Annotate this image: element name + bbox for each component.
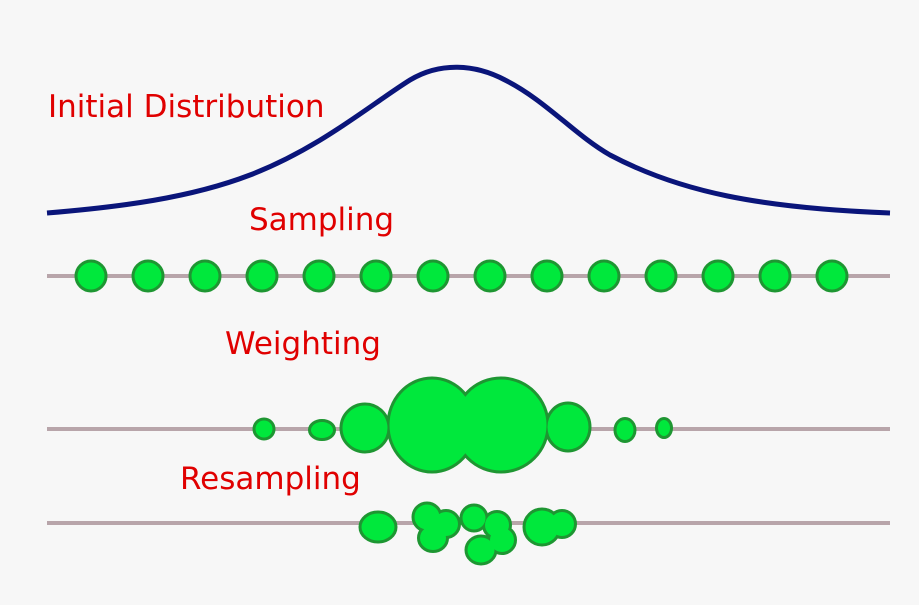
- weighting-particles: [252, 376, 673, 474]
- weighting-label: Weighting: [225, 326, 381, 362]
- resampling-label: Resampling: [180, 461, 361, 497]
- sampling-particle: [647, 262, 675, 290]
- weighting-particle: [389, 379, 475, 471]
- resampling-particle: [467, 537, 495, 563]
- resampling-particle: [414, 504, 440, 530]
- weighting-particle: [547, 404, 589, 450]
- sampling-particle: [761, 262, 789, 290]
- sampling-particle: [533, 262, 561, 290]
- weighting-particle: [342, 405, 388, 451]
- resampling-particle: [525, 510, 559, 544]
- initial-distribution-curve: [46, 64, 891, 216]
- sampling-particle: [248, 262, 276, 290]
- resampling-particles: [358, 501, 577, 566]
- sampling-particles: [74, 259, 849, 293]
- sampling-particle: [362, 262, 390, 290]
- weighting-particle: [311, 422, 333, 438]
- sampling-particle: [818, 262, 846, 290]
- sampling-particle: [704, 262, 732, 290]
- sampling-particle: [419, 262, 447, 290]
- sampling-particle: [77, 262, 105, 290]
- weighting-particle: [616, 420, 634, 440]
- sampling-particle: [305, 262, 333, 290]
- weighting-particle: [658, 420, 670, 436]
- initial-distribution-label: Initial Distribution: [48, 89, 325, 125]
- sampling-particle: [191, 262, 219, 290]
- resampling-particle: [490, 528, 514, 552]
- resampling-particle: [550, 512, 574, 536]
- weighting-particle: [255, 420, 273, 438]
- weighting-particle: [455, 379, 547, 471]
- resampling-particle: [361, 513, 395, 541]
- sampling-label: Sampling: [249, 202, 395, 238]
- sampling-particle: [590, 262, 618, 290]
- resampling-particle: [462, 506, 486, 530]
- sampling-particle: [134, 262, 162, 290]
- sampling-particle: [476, 262, 504, 290]
- resampling-particle: [420, 526, 446, 550]
